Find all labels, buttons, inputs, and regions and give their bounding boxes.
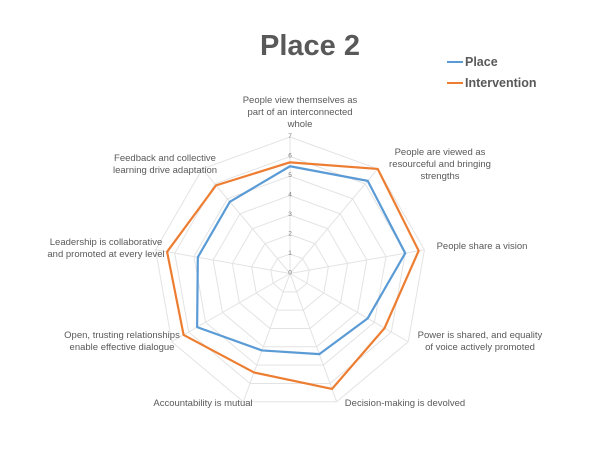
- radial-tick-label: 2: [288, 231, 292, 238]
- axis-label: People view themselves as part of an int…: [242, 95, 358, 130]
- radial-tick-label: 6: [288, 153, 292, 160]
- grid-spoke: [155, 249, 291, 274]
- radial-tick-label: 7: [288, 133, 292, 140]
- grid-spoke: [289, 168, 379, 274]
- axis-label: Feedback and collective learning drive a…: [112, 153, 218, 176]
- legend-item-place: Place: [447, 55, 498, 69]
- axis-label: People share a vision: [436, 241, 528, 252]
- grid-ring: [174, 155, 406, 384]
- series-intervention-line: [165, 161, 420, 391]
- grid-spoke: [242, 273, 291, 402]
- series-place-line: [196, 165, 407, 356]
- grid-ring: [231, 214, 349, 329]
- axis-label: Open, trusting relationships enable effe…: [64, 330, 180, 353]
- axis-label: People are viewed as resourceful and bri…: [389, 147, 491, 182]
- legend-swatch-place: [447, 60, 463, 64]
- axis-label: Power is shared, and equality of voice a…: [417, 330, 543, 353]
- grid-ring: [193, 175, 387, 366]
- grid-spoke: [289, 273, 409, 343]
- legend-label: Intervention: [465, 76, 537, 90]
- axis-label: Leadership is collaborative and promoted…: [47, 237, 165, 260]
- grid-spoke: [289, 249, 425, 274]
- radial-tick-label: 0: [288, 270, 292, 277]
- grid-spoke: [171, 273, 291, 343]
- chart-title: Place 2: [260, 30, 360, 62]
- radial-tick-label: 4: [288, 192, 292, 199]
- radial-tick-label: 3: [288, 211, 292, 218]
- axis-label: Decision-making is devolved: [344, 398, 466, 409]
- grid-ring: [251, 233, 329, 311]
- radial-tick-label: 1: [288, 250, 292, 257]
- grid-ring: [212, 194, 368, 348]
- radial-tick-label: 5: [288, 172, 292, 179]
- grid-spoke: [201, 168, 291, 274]
- grid-ring: [155, 136, 425, 403]
- legend-label: Place: [465, 55, 498, 69]
- axis-label: Accountability is mutual: [153, 398, 253, 409]
- grid-spoke: [289, 273, 338, 402]
- legend-swatch-intervention: [447, 81, 463, 85]
- grid-ring: [270, 253, 310, 293]
- legend-item-intervention: Intervention: [447, 76, 537, 90]
